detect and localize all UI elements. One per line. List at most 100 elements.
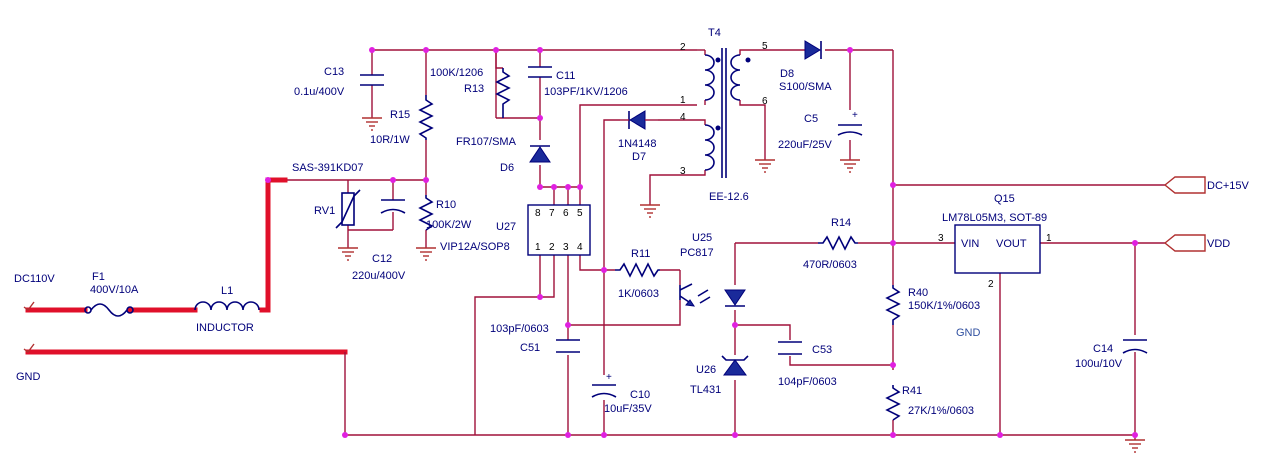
label-vout: VOUT (996, 238, 1027, 250)
resistor-r14 (818, 235, 858, 251)
label-r14-ref: R14 (831, 217, 851, 229)
label-c13-ref: C13 (324, 66, 344, 78)
t4-pin-1: 1 (680, 95, 686, 106)
u27-pin-1: 1 (535, 242, 541, 253)
label-c14-val: 100u/10V (1075, 358, 1123, 370)
u27-pin-4: 4 (577, 242, 583, 253)
transformer-t4 (704, 48, 751, 178)
label-u26-ref: U26 (696, 364, 716, 376)
varistor-rv1 (335, 189, 361, 229)
pin-numbers: 8 7 6 5 1 2 3 4 2 1 4 3 5 6 3 1 2 (535, 41, 1052, 290)
label-d6-part: FR107/SMA (456, 136, 517, 148)
label-c12-ref: C12 (372, 253, 392, 265)
diode-d6 (529, 145, 551, 163)
resistor-r40 (885, 285, 901, 325)
t4-pin-6: 6 (762, 96, 768, 107)
t4-pin-4: 4 (680, 112, 686, 123)
resistor-r13 (495, 68, 511, 118)
label-d7-ref: D7 (632, 151, 646, 163)
inductor-l1 (194, 301, 260, 311)
capacitor-c11 (528, 66, 552, 78)
label-t4-ref: T4 (708, 27, 721, 39)
label-gnd-pin: GND (956, 327, 981, 339)
label-d6-ref: D6 (500, 162, 514, 174)
regulator-q15 (954, 224, 1041, 274)
label-c11-val: 103PF/1KV/1206 (544, 86, 628, 98)
u27-pin-3: 3 (563, 242, 569, 253)
label-r40-val: 150K/1%/0603 (908, 300, 980, 312)
label-c51-ref: C51 (520, 342, 540, 354)
svg-text:+: + (606, 372, 612, 383)
regulator-u26 (721, 355, 749, 376)
label-r15-val: 10R/1W (370, 134, 410, 146)
capacitor-c51 (556, 339, 580, 353)
label-r40-ref: R40 (908, 287, 928, 299)
label-t4-part: EE-12.6 (709, 191, 749, 203)
capacitor-c10: + (591, 372, 617, 398)
label-u26-part: TL431 (690, 384, 721, 396)
q15-pin-2: 2 (988, 279, 994, 290)
diode-d7 (620, 110, 658, 130)
label-c10-val: 10uF/35V (604, 403, 652, 415)
label-c14-ref: C14 (1093, 343, 1113, 355)
label-c53-ref: C53 (812, 344, 832, 356)
resistor-r15 (418, 95, 434, 140)
label-l1-val: INDUCTOR (196, 322, 254, 334)
label-c53-val: 104pF/0603 (778, 376, 837, 388)
u27-pin-7: 7 (549, 208, 555, 219)
capacitor-c14 (1122, 339, 1148, 354)
label-r10-val: 100K/2W (426, 219, 472, 231)
fuse-f1 (84, 303, 134, 317)
capacitor-c12 (380, 199, 406, 214)
t4-pin-5: 5 (762, 41, 768, 52)
label-u25-ref: U25 (692, 232, 712, 244)
resistor-r41 (885, 385, 901, 421)
capacitor-c53 (778, 341, 802, 355)
label-r41-ref: R41 (902, 385, 922, 397)
label-vdd: VDD (1207, 238, 1230, 250)
junction-dots (265, 47, 1138, 438)
label-c5-val: 220uF/25V (778, 139, 832, 151)
svg-text:+: + (852, 110, 858, 121)
label-d8-part: S100/SMA (779, 81, 832, 93)
label-r13-val: 100K/1206 (430, 67, 483, 79)
input-wires (25, 177, 348, 435)
label-c5-ref: C5 (804, 113, 818, 125)
output-connectors (1163, 176, 1206, 252)
t4-pin-2: 2 (680, 42, 686, 53)
label-l1-ref: L1 (221, 285, 233, 297)
label-gnd-input: GND (16, 371, 41, 383)
label-r10-ref: R10 (436, 199, 456, 211)
label-d8-ref: D8 (780, 68, 794, 80)
label-c12-val: 220u/400V (352, 270, 406, 282)
label-f1-val: 400V/10A (90, 284, 139, 296)
label-r41-val: 27K/1%/0603 (908, 405, 974, 417)
u27-pin-2: 2 (549, 242, 555, 253)
u27-pin-5: 5 (577, 208, 583, 219)
capacitor-c13 (360, 74, 384, 86)
label-c10-ref: C10 (630, 389, 650, 401)
t4-pin-3: 3 (680, 166, 686, 177)
ground-symbols (338, 117, 1145, 453)
q15-pin-1: 1 (1046, 233, 1052, 244)
diode-d8 (804, 40, 822, 60)
label-r13-ref: R13 (464, 83, 484, 95)
label-r11-ref: R11 (631, 248, 650, 260)
label-vin: VIN (961, 238, 979, 250)
label-u27-part: VIP12A/SOP8 (440, 241, 510, 253)
ic-u27 (527, 204, 591, 256)
u27-pin-6: 6 (563, 208, 569, 219)
label-f1-ref: F1 (92, 271, 105, 283)
label-c11-ref: C11 (556, 70, 575, 82)
label-c51-val: 103pF/0603 (490, 323, 549, 335)
wires (268, 49, 1165, 440)
label-q15-part: LM78L05M3, SOT-89 (942, 212, 1047, 224)
label-r11-val: 1K/0603 (618, 288, 659, 300)
label-q15-ref: Q15 (994, 193, 1015, 205)
resistor-r10 (418, 195, 434, 231)
label-r14-val: 470R/0603 (803, 259, 857, 271)
label-rv1-ref: RV1 (314, 205, 335, 217)
optocoupler-u25 (679, 283, 746, 307)
u27-pin-8: 8 (535, 208, 541, 219)
